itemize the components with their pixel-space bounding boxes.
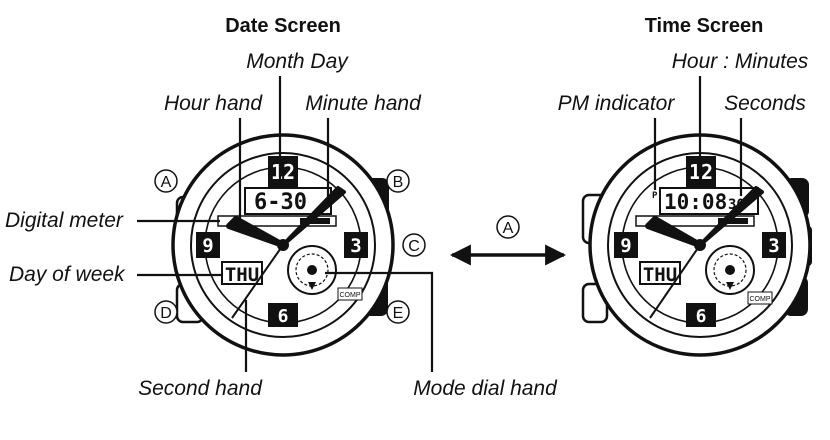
button-e-badge (386, 300, 410, 324)
twelve-text: 12 (271, 160, 295, 184)
rw-hour-hand (645, 216, 703, 248)
pm-indicator-label: PM indicator (558, 92, 676, 115)
rw-nine-text: 9 (620, 235, 631, 257)
minute-hand-label: Minute hand (305, 92, 422, 115)
second-hand-label: Second hand (138, 377, 263, 400)
mode-dial-hand-label: Mode dial hand (413, 377, 558, 400)
rw-day-of-week-text: THU (643, 264, 677, 286)
rw-digital-meter (635, 215, 755, 227)
rw-minute-hand (698, 186, 764, 247)
button-c-badge (402, 233, 426, 257)
second-hand (231, 244, 284, 319)
switch-button-letter: A (503, 220, 514, 237)
month-day-digits: 6-30 (254, 190, 307, 215)
digital-meter-label: Digital meter (5, 209, 124, 232)
rw-three-text: 3 (768, 235, 779, 257)
mode-dial-pointer (308, 282, 316, 290)
comp-box (337, 287, 363, 301)
hour-minutes-label: Hour : Minutes (672, 50, 809, 73)
rw-nine-marker (614, 232, 638, 258)
mode-dial-hand-leader (325, 271, 434, 372)
three-marker (344, 232, 368, 258)
digital-display (244, 187, 332, 215)
month-day-label: Month Day (246, 50, 349, 73)
hands-pivot (277, 239, 289, 251)
six-marker (268, 303, 298, 327)
time-watch: 12 10:08 30 P 9 3 THU COMP 6 (581, 133, 812, 357)
rw-second-hand (649, 244, 701, 319)
button-d-letter: D (160, 305, 172, 322)
hour-hand (226, 216, 286, 248)
twelve-marker (268, 156, 298, 188)
three-text: 3 (350, 235, 361, 257)
rw-six-text: 6 (696, 306, 707, 327)
rw-hands-pivot (694, 239, 706, 251)
nine-marker (196, 232, 220, 258)
date-screen-title: Date Screen (225, 15, 341, 37)
button-e-letter: E (393, 305, 404, 322)
rw-comp-box (747, 291, 773, 305)
button-c-letter: C (408, 238, 420, 255)
day-of-week-label: Day of week (9, 263, 126, 286)
rw-meter-bar (718, 218, 748, 224)
button-a-letter: A (161, 174, 172, 191)
rw-comp-text: COMP (750, 296, 771, 303)
button-b-badge (386, 169, 410, 193)
time-screen-title: Time Screen (645, 15, 764, 37)
six-text: 6 (278, 306, 289, 327)
day-of-week-box (221, 261, 263, 285)
pm-indicator-text: P (652, 191, 658, 201)
hour-minutes-digits: 10:08 (664, 190, 727, 214)
rw-three-marker (762, 232, 786, 258)
mode-dial-center (307, 265, 317, 275)
button-d-badge (154, 300, 178, 324)
rw-mode-dial-center (725, 265, 735, 275)
hour-hand-label: Hour hand (164, 92, 263, 115)
button-a-badge (154, 169, 178, 193)
button-b-letter: B (393, 174, 404, 191)
meter-bar (300, 218, 330, 224)
date-watch: 12 6-30 9 3 THU COMP 6 (171, 133, 395, 357)
seconds-label: Seconds (724, 92, 806, 115)
switch-button-badge (496, 215, 520, 239)
rw-six-marker (686, 303, 716, 327)
rw-mode-dial-pointer (726, 282, 734, 290)
nine-text: 9 (202, 235, 213, 257)
comp-text: COMP (340, 292, 361, 299)
day-of-week-text: THU (225, 264, 259, 286)
